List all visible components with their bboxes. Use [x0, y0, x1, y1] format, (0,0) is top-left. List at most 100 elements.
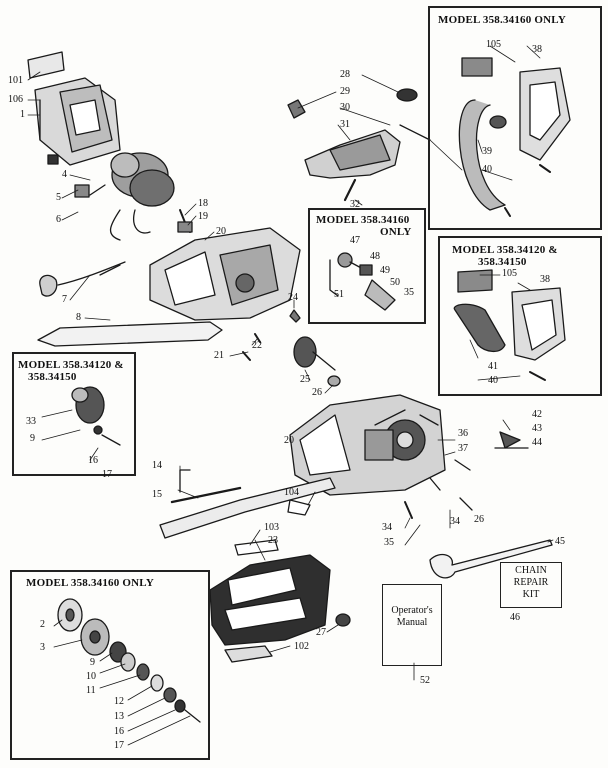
part-label: 22: [252, 340, 262, 351]
model-box-mid-center: MODEL 358.34160 ONLY: [308, 208, 426, 324]
part-label: 40: [488, 375, 498, 386]
switch-assembly-part: [329, 252, 396, 311]
model-box-left-mid: MODEL 358.34120 & 358.34150: [12, 352, 136, 476]
model-box-mid-right: MODEL 358.34120 & 358.34150: [438, 236, 602, 396]
part-label: 102: [294, 641, 309, 652]
part-label: 42: [532, 409, 542, 420]
part-label: 29: [340, 86, 350, 97]
model-box-title: MODEL 358.34120 &: [18, 359, 124, 371]
motor-armature-part: [47, 152, 175, 241]
guide-bar-top-part: [37, 321, 223, 347]
part-label: 21: [214, 350, 224, 361]
part-label: 23: [268, 535, 278, 546]
part-label: 31: [340, 119, 350, 130]
part-label: 52: [420, 675, 430, 686]
part-label: 13: [114, 711, 124, 722]
part-label: 45: [555, 536, 565, 547]
part-label: 20: [284, 435, 294, 446]
part-label: 16: [114, 726, 124, 737]
part-label: 34: [382, 522, 392, 533]
part-label: 38: [540, 274, 550, 285]
part-label: 6: [56, 214, 61, 225]
part-label: 11: [86, 685, 96, 696]
part-label: 17: [102, 469, 112, 480]
side-housing-part: [289, 394, 529, 519]
sprocket-alt-part: [71, 386, 121, 446]
main-housing-part: [149, 209, 301, 321]
wrench-part: [429, 539, 553, 579]
part-label: 105: [486, 39, 501, 50]
part-label: 40: [482, 164, 492, 175]
part-label: 17: [114, 740, 124, 751]
part-label: 9: [90, 657, 95, 668]
model-box-title: MODEL 358.34160: [316, 214, 410, 226]
part-label: 51: [334, 289, 344, 300]
hand-guard-part: [458, 57, 571, 217]
part-label: 105: [502, 268, 517, 279]
part-label: 48: [370, 251, 380, 262]
part-label: 8: [76, 312, 81, 323]
part-label: 33: [26, 416, 36, 427]
part-label: 12: [114, 696, 124, 707]
hand-guard-alt-part: [453, 269, 566, 381]
part-label: 103: [264, 522, 279, 533]
part-label: 36: [458, 428, 468, 439]
part-label: 38: [532, 44, 542, 55]
operators-manual: Operator's Manual: [382, 584, 442, 666]
part-label: 18: [198, 198, 208, 209]
model-box-bottom-left: MODEL 358.34160 ONLY: [10, 570, 210, 760]
leader-lines: [27, 45, 554, 746]
part-label: 5: [56, 192, 61, 203]
part-label: 28: [340, 69, 350, 80]
model-box-top-right: MODEL 358.34160 ONLY: [428, 6, 602, 230]
part-label: 34: [450, 516, 460, 527]
part-label: 19: [198, 211, 208, 222]
part-label: 14: [152, 460, 162, 471]
model-box-title: MODEL 358.34160 ONLY: [438, 14, 566, 26]
repair-kit-line2: REPAIR: [513, 577, 549, 588]
part-label: 44: [532, 437, 542, 448]
model-box-title-line2: ONLY: [380, 226, 412, 238]
part-label: 46: [510, 612, 520, 623]
part-label: 104: [284, 487, 299, 498]
part-label: 15: [152, 489, 162, 500]
part-label: 49: [380, 265, 390, 276]
part-label: 1: [20, 109, 25, 120]
chain-cover-part: [209, 539, 351, 663]
part-label: 101: [8, 75, 23, 86]
part-label: 43: [532, 423, 542, 434]
model-box-title-line2: 358.34150: [28, 371, 77, 383]
part-label: 39: [482, 146, 492, 157]
part-label: 2: [40, 619, 45, 630]
part-label: 4: [62, 169, 67, 180]
manual-line2: Manual: [396, 617, 428, 628]
part-label: 24: [288, 292, 298, 303]
part-label: 30: [340, 102, 350, 113]
chain-repair-kit: CHAIN REPAIR KIT: [500, 562, 562, 608]
model-box-title-line2: 358.34150: [478, 256, 527, 268]
clutch-assembly-part: [57, 598, 201, 723]
part-label: 7: [62, 294, 67, 305]
guide-bar-chain-part: [159, 469, 336, 539]
model-box-title: MODEL 358.34160 ONLY: [26, 577, 154, 589]
part-label: 27: [316, 627, 326, 638]
part-label: 41: [488, 361, 498, 372]
part-label: 9: [30, 433, 35, 444]
part-label: 106: [8, 94, 23, 105]
part-label: 20: [216, 226, 226, 237]
repair-kit-line3: KIT: [522, 589, 540, 600]
part-label: 25: [300, 374, 310, 385]
part-label: 3: [40, 642, 45, 653]
part-label: 26: [312, 387, 322, 398]
part-label: 35: [404, 287, 414, 298]
repair-kit-line1: CHAIN: [515, 565, 547, 576]
power-cord-part: [39, 261, 126, 297]
part-label: 16: [88, 455, 98, 466]
manual-line1: Operator's: [391, 605, 433, 616]
part-label: 32: [350, 199, 360, 210]
part-label: 47: [350, 235, 360, 246]
model-box-title: MODEL 358.34120 &: [452, 244, 558, 256]
part-label: 50: [390, 277, 400, 288]
part-label: 10: [86, 671, 96, 682]
